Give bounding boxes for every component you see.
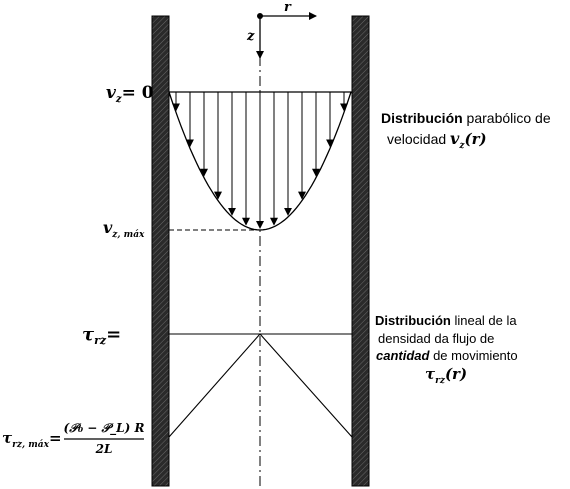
- vz-max-label: vz, máx: [103, 218, 145, 240]
- z-axis-label: z: [246, 29, 255, 44]
- parabolic-annotation-line2: velocidad vz(r): [387, 129, 487, 151]
- shear-stress-profile: [168, 333, 353, 438]
- tau-rz-label: τrz=: [82, 324, 121, 347]
- coordinate-axes: r z: [246, 0, 317, 59]
- linear-annotation-line4: τrz(r): [425, 365, 467, 386]
- tau-max-denominator: 2L: [95, 442, 113, 456]
- right-wall: [351, 15, 370, 487]
- tau-max-label: τrz, máx=: [2, 429, 62, 450]
- linear-annotation-line2: densidad da flujo de: [378, 331, 494, 346]
- tau-max-numerator: (𝒫₀ − 𝒫_L) R: [64, 421, 145, 436]
- tau-left-branch: [168, 333, 261, 438]
- linear-annotation-line1: Distribución lineal de la: [375, 313, 517, 328]
- velocity-profile: [168, 91, 352, 231]
- tau-right-branch: [259, 333, 353, 438]
- r-axis-label: r: [284, 0, 292, 15]
- left-wall: [151, 15, 170, 487]
- velocity-arrows: [172, 92, 348, 229]
- parabolic-annotation-line1: Distribución parabólico de: [381, 110, 551, 126]
- vz-zero-label: vz= 0: [106, 83, 154, 105]
- linear-annotation-line3: cantidad de movimiento: [376, 348, 518, 363]
